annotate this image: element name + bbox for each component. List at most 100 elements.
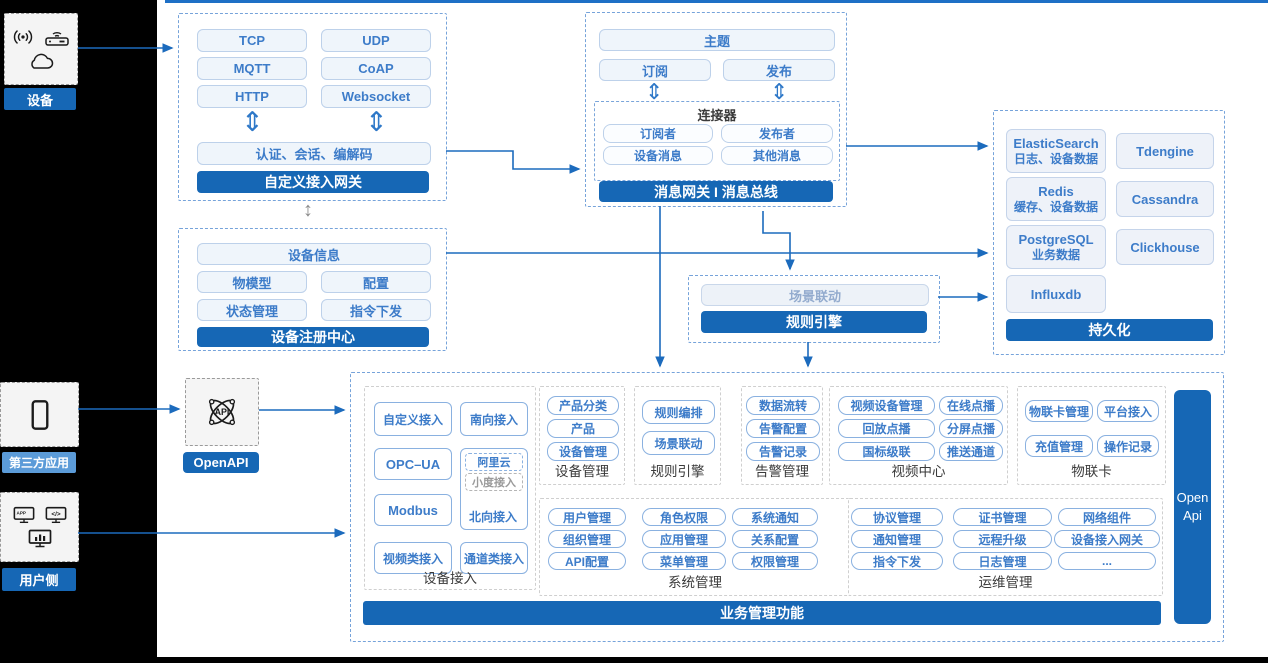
dashboard-icon [28,529,51,548]
ops-pill: 网络组件 [1058,508,1156,526]
device-icon-box [4,13,78,85]
store-name: ElasticSearch [1013,136,1099,151]
auth-session-codec-pill: 认证、会话、编解码 [197,142,431,165]
xiaodu-pill: 小度接入 [465,473,523,491]
store-desc: 缓存、设备数据 [1013,199,1098,214]
open-api-bar: Open Api [1174,390,1211,624]
section-label-ops-mgmt: 运维管理 [978,575,1033,590]
user-side-icon-row: APP </> [13,506,67,524]
user-side-icon-box: APP </> [0,492,79,562]
thing-model-pill: 物模型 [197,271,307,293]
section-system-mgmt: 用户管理 角色权限 系统通知 组织管理 应用管理 关系配置 API配置 菜单管理… [539,498,851,596]
persistence-title-bar: 持久化 [1006,319,1213,341]
device-access-pill: Modbus [374,494,452,526]
business-title-bar: 业务管理功能 [363,601,1161,625]
ops-pill: 日志管理 [953,552,1052,570]
message-bus-box: 主题 订阅 发布 ⇕ ⇕ 连接器 订阅者 发布者 设备消息 其他消息 消息网关 … [585,12,847,207]
custom-gateway-title-bar: 自定义接入网关 [197,171,429,193]
command-dispatch-pill: 指令下发 [321,299,431,321]
api-atom-icon: API [208,398,236,426]
section-label-video-center: 视频中心 [891,464,946,479]
device-access-pill: 南向接入 [460,402,528,436]
system-pill: 权限管理 [732,552,818,570]
cassandra-pill: Cassandra [1116,181,1214,217]
tdengine-pill: Tdengine [1116,133,1214,169]
redis-pill: Redis 缓存、设备数据 [1006,177,1106,221]
video-pill: 视频设备管理 [838,396,935,415]
alarm-pill: 数据流转 [746,396,820,415]
aliyun-pill: 阿里云 [465,453,523,471]
postgresql-pill: PostgreSQL 业务数据 [1006,225,1106,269]
config-pill: 配置 [321,271,431,293]
iot-card-pill: 平台接入 [1097,400,1159,422]
double-arrow-icon: ⇕ [770,79,789,104]
subscriber-pill: 订阅者 [603,124,713,143]
protocol-pill-http: HTTP [197,85,307,108]
protocol-pill-mqtt: MQTT [197,57,307,80]
protocol-pill-tcp: TCP [197,29,307,52]
device-label: 设备 [4,88,76,110]
device-message-pill: 设备消息 [603,146,713,165]
section-alarm-mgmt: 数据流转 告警配置 告警记录 告警管理 [741,386,823,485]
protocol-pill-coap: CoAP [321,57,431,80]
section-label-iot-card: 物联卡 [1071,464,1112,479]
system-pill: 组织管理 [548,530,626,548]
iot-card-pill: 物联卡管理 [1025,400,1093,422]
rule-engine-pill: 场景联动 [642,431,715,455]
video-pill: 国标级联 [838,442,935,461]
system-pill: 应用管理 [642,530,726,548]
section-device-access: 自定义接入 南向接入 OPC–UA 阿里云 小度接入 北向接入 Modbus 视… [364,386,536,590]
video-pill: 回放点播 [838,419,935,438]
video-pill: 推送通道 [939,442,1003,461]
message-bus-title-bar: 消息网关 I 消息总线 [599,181,833,202]
persistence-box: ElasticSearch 日志、设备数据 Tdengine Redis 缓存、… [993,110,1225,355]
other-message-pill: 其他消息 [721,146,833,165]
rule-engine-pill: 规则编排 [642,400,715,424]
store-desc: 日志、设备数据 [1013,151,1098,166]
system-pill: 用户管理 [548,508,626,526]
north-access-box [460,448,528,530]
store-desc: 业务数据 [1031,247,1080,262]
connector-box: 连接器 订阅者 发布者 设备消息 其他消息 [594,101,840,181]
status-mgmt-pill: 状态管理 [197,299,307,321]
ops-pill: ... [1058,552,1156,570]
svg-text:API: API [215,407,230,417]
third-party-label: 第三方应用 [2,452,76,473]
clickhouse-pill: Clickhouse [1116,229,1214,265]
device-info-pill: 设备信息 [197,243,431,265]
openapi-label: OpenAPI [183,452,259,473]
device-registry-box: 设备信息 物模型 配置 状态管理 指令下发 设备注册中心 [178,228,447,351]
device-registry-title-bar: 设备注册中心 [197,327,429,347]
ops-pill: 协议管理 [851,508,943,526]
open-api-line: Api [1183,508,1202,523]
router-icon [45,31,69,46]
topic-pill: 主题 [599,29,835,51]
ops-pill: 远程升级 [953,530,1052,548]
section-label-rule-engine: 规则引擎 [650,464,705,479]
alarm-pill: 告警配置 [746,419,820,438]
iot-card-pill: 操作记录 [1097,435,1159,457]
ops-pill: 通知管理 [851,530,943,548]
system-pill: API配置 [548,552,626,570]
section-iot-card: 物联卡管理 平台接入 充值管理 操作记录 物联卡 [1017,386,1166,485]
double-arrow-icon: ⇕ [645,79,664,104]
video-pill: 分屏点播 [939,419,1003,438]
phone-icon [31,399,48,430]
section-label-system-mgmt: 系统管理 [668,575,722,590]
user-side-label: 用户侧 [2,568,76,591]
elasticsearch-pill: ElasticSearch 日志、设备数据 [1006,129,1106,173]
section-video-center: 视频设备管理 在线点播 回放点播 分屏点播 国标级联 推送通道 视频中心 [829,386,1008,485]
system-pill: 关系配置 [732,530,818,548]
device-access-pill: 通道类接入 [460,542,528,574]
ops-pill: 证书管理 [953,508,1052,526]
updown-gray-arrow-icon: ↕ [303,199,313,221]
section-rule-engine: 规则编排 场景联动 规则引擎 [634,386,721,485]
alarm-pill: 告警记录 [746,442,820,461]
protocol-pill-websocket: Websocket [321,85,431,108]
open-api-line: Open [1176,490,1209,506]
device-mgmt-pill: 产品 [547,419,619,438]
signal-icon [13,29,33,44]
connector-title: 连接器 [697,108,737,123]
svg-text:</>: </> [51,511,61,518]
